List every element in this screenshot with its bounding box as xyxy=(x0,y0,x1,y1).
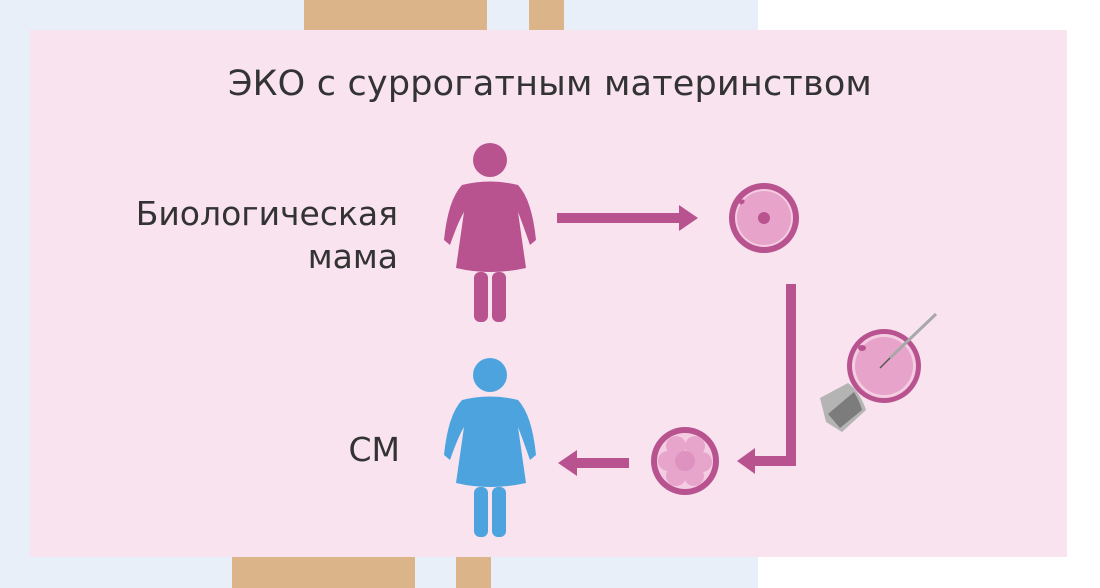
surrogate-mother-label: СМ xyxy=(348,430,400,469)
biological-mother-label-line1: Биологическая xyxy=(135,194,398,233)
decor-strip-bottom-wide xyxy=(232,557,415,588)
biological-mother-label-line2: мама xyxy=(307,237,398,276)
egg-cell-icon xyxy=(729,183,799,253)
decor-strip-top-wide xyxy=(304,0,487,32)
biological-mother-icon xyxy=(444,143,536,322)
arrow-to-egg-icon xyxy=(557,205,698,231)
decor-strip-bottom-narrow xyxy=(456,557,491,588)
biological-mother-label: Биологическая мама xyxy=(90,192,398,278)
diagram-title: ЭКО с суррогатным материнством xyxy=(227,64,873,104)
embryo-icon xyxy=(651,427,719,495)
diagram-card xyxy=(30,30,1067,557)
arrow-to-embryo-icon xyxy=(737,284,796,474)
fertilization-injection-icon xyxy=(820,312,938,432)
decor-strip-top-narrow xyxy=(529,0,564,32)
surrogate-mother-icon xyxy=(444,358,536,537)
arrow-to-surrogate-icon xyxy=(558,450,629,476)
